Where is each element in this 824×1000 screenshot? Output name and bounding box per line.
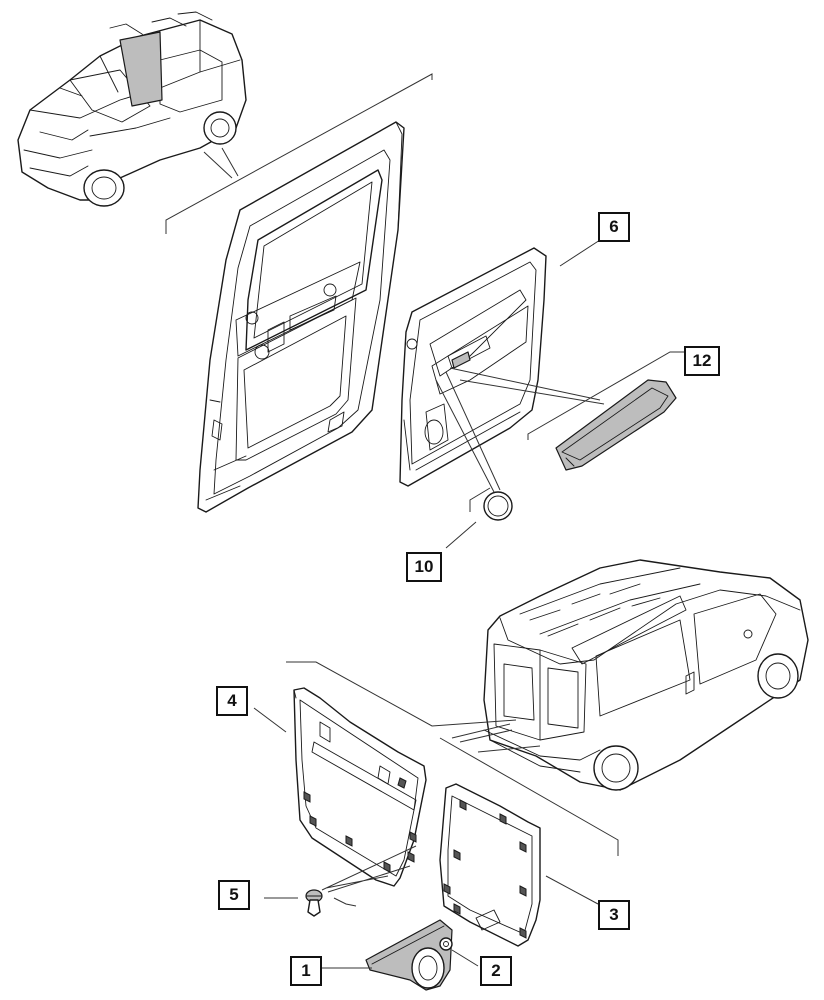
sliding-door-shell bbox=[197, 121, 405, 513]
leader-rear-to-panel3 bbox=[439, 737, 619, 856]
callout-12: 12 bbox=[684, 346, 720, 376]
callout-4: 4 bbox=[216, 686, 248, 716]
leader-2 bbox=[451, 949, 479, 967]
grille-cover bbox=[555, 379, 677, 471]
leader-10 bbox=[445, 487, 491, 549]
leader-rear-to-panel4 bbox=[286, 661, 517, 743]
fastener-nut bbox=[439, 937, 453, 951]
leader-12 bbox=[527, 351, 684, 440]
leader-5-to-panel bbox=[321, 845, 417, 907]
callout-5: 5 bbox=[218, 880, 250, 910]
leader-vehicle-to-door bbox=[165, 73, 433, 234]
rear-trim-panel-right bbox=[439, 783, 541, 947]
callout-6: 6 bbox=[598, 212, 630, 242]
vehicle-front-view bbox=[17, 11, 247, 207]
trim-clip bbox=[305, 889, 323, 917]
callout-3: 3 bbox=[598, 900, 630, 930]
vehicle-rear-view bbox=[483, 559, 809, 791]
plug-grommet bbox=[483, 491, 513, 521]
leader-6 bbox=[559, 239, 601, 267]
door-trim-panel bbox=[399, 247, 547, 487]
rear-trim-panel-left bbox=[293, 687, 427, 887]
leader-12-to-panel bbox=[449, 367, 605, 405]
leader-4 bbox=[253, 707, 287, 733]
callout-1: 1 bbox=[290, 956, 322, 986]
leader-10-to-panel bbox=[435, 371, 501, 493]
callout-10: 10 bbox=[406, 552, 442, 582]
callout-2: 2 bbox=[480, 956, 512, 986]
leader-3 bbox=[545, 875, 599, 905]
handle-bezel bbox=[365, 919, 453, 991]
